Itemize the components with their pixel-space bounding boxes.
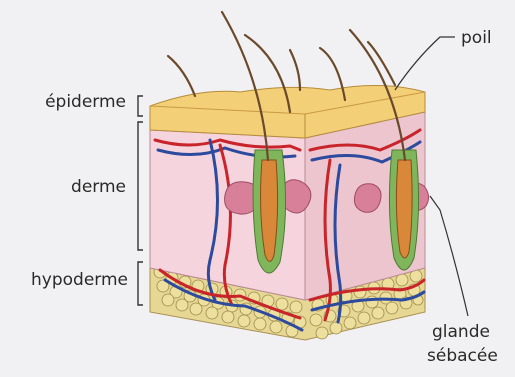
- layer-brackets: [138, 96, 143, 305]
- label-sebacee: sébacée: [427, 346, 498, 366]
- label-epiderme: épiderme: [14, 92, 126, 112]
- label-hypoderme: hypoderme: [0, 270, 128, 290]
- label-poil: poil: [461, 28, 492, 48]
- label-derme: derme: [14, 177, 126, 197]
- label-glande: glande: [432, 322, 490, 342]
